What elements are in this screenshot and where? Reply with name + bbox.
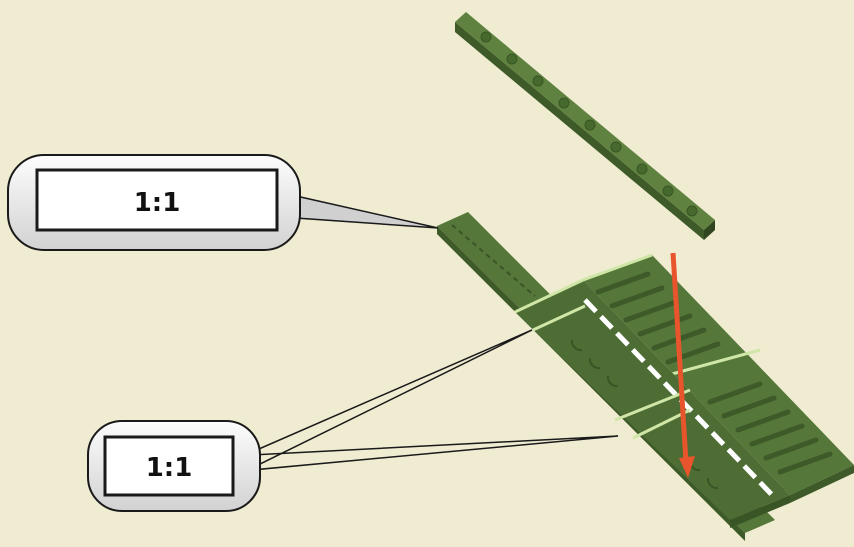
right-comb-part bbox=[583, 255, 854, 503]
callout-top: 1:1 bbox=[7, 154, 439, 251]
insertion-arrow bbox=[670, 252, 695, 478]
callout-bottom-label: 1:1 bbox=[146, 453, 193, 483]
middle-track-part bbox=[515, 280, 790, 528]
callout-top-label: 1:1 bbox=[134, 188, 181, 218]
loose-bar-part bbox=[455, 12, 715, 240]
seam-lines bbox=[514, 253, 691, 440]
callout-bottom: 1:1 bbox=[87, 329, 619, 512]
